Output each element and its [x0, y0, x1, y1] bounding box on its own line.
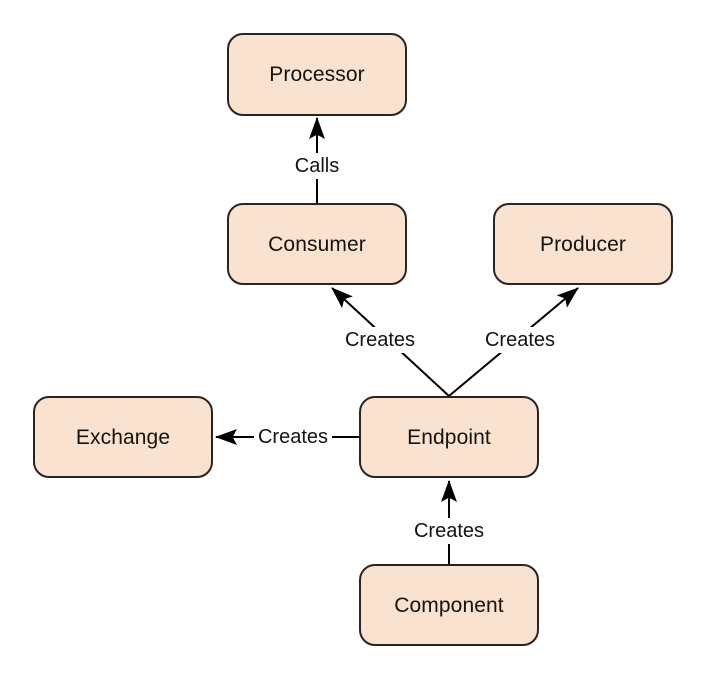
node-endpoint[interactable]: Endpoint — [359, 396, 539, 478]
edge-label-creates-producer: Creates — [480, 327, 560, 353]
node-exchange[interactable]: Exchange — [33, 396, 213, 478]
node-producer-label: Producer — [539, 232, 626, 256]
node-processor-label: Processor — [269, 63, 365, 86]
node-exchange-label: Exchange — [75, 425, 171, 449]
node-component[interactable]: Component — [359, 564, 539, 646]
edge-label-creates-endpoint: Creates — [409, 518, 489, 544]
node-processor[interactable]: Processor — [227, 33, 407, 116]
edge-label-creates-consumer: Creates — [340, 327, 420, 353]
node-consumer-label: Consumer — [268, 232, 366, 256]
node-producer[interactable]: Producer — [493, 203, 673, 285]
node-consumer[interactable]: Consumer — [227, 203, 407, 285]
node-component-label: Component — [394, 593, 504, 617]
edge-label-calls: Calls — [290, 153, 344, 179]
node-endpoint-label: Endpoint — [407, 425, 491, 449]
edge-label-creates-exchange: Creates — [253, 424, 333, 450]
